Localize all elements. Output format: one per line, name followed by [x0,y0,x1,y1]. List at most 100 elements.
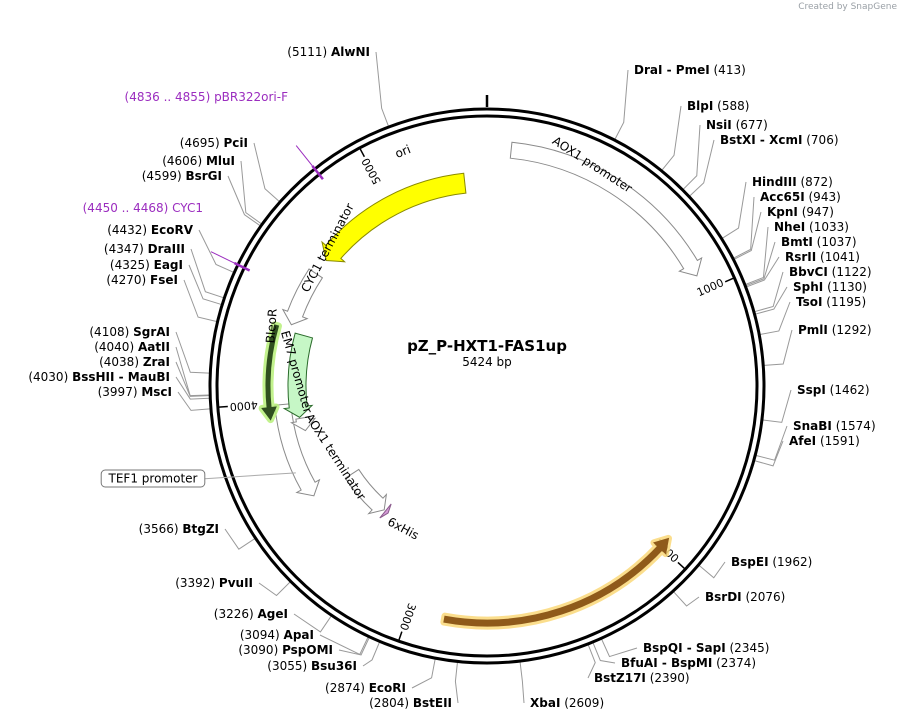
enzyme-site[interactable]: PmlI (1292) [798,323,872,337]
green-cds-feature[interactable] [261,324,280,421]
enzyme-name: AlwNI [331,45,370,59]
enzyme-label: Acc65I (943) [760,190,841,204]
enzyme-leader [733,196,755,259]
enzyme-site[interactable]: (3090) PspOMI [238,643,333,657]
enzyme-leader [258,581,291,597]
enzyme-site[interactable]: (2874) EcoRI [325,681,406,695]
enzyme-site[interactable]: (3997) MscI [98,385,172,399]
enzyme-site[interactable]: SnaBI (1574) [793,419,876,433]
bleor-feature[interactable] [282,332,314,418]
enzyme-site[interactable]: (4108) SgrAI [89,325,170,339]
bleor-label: BleoR [263,308,279,344]
enzyme-position: (706) [802,133,838,147]
enzyme-site[interactable]: BmtI (1037) [781,235,857,249]
enzyme-site[interactable]: RsrII (1041) [785,250,860,264]
enzyme-site[interactable]: BbvCI (1122) [789,265,872,279]
enzyme-site[interactable]: BspQI - SapI (2345) [643,641,769,655]
enzyme-label: BspEI (1962) [731,555,812,569]
2000-3000-cds-feature[interactable] [443,537,670,627]
enzyme-label: BstXI - XcmI (706) [720,133,839,147]
aox1-terminator-feature[interactable] [344,468,388,515]
enzyme-leader [689,139,715,197]
scale-tick [218,405,228,408]
enzyme-name: EcoRI [369,681,406,695]
enzyme-site[interactable]: NheI (1033) [774,220,849,234]
6xhis-feature[interactable] [379,503,392,519]
enzyme-leader [745,226,769,285]
enzyme-site[interactable]: BstZ17I (2390) [594,671,690,685]
boxed-feature-label: TEF1 promoter [100,469,296,488]
enzyme-site[interactable]: SphI (1130) [793,280,867,294]
enzyme-site[interactable]: (3094) ApaI [240,628,314,642]
map-size: 5424 bp [462,355,512,369]
enzyme-leader [755,286,788,315]
enzyme-name: Acc65I [760,190,805,204]
enzyme-name: BspEI [731,555,769,569]
scale-tick-label: 4000 [229,398,258,413]
enzyme-site[interactable]: (4599) BsrGI [142,169,222,183]
enzyme-labels: (4836 .. 4855) pBR322ori-F(4450 .. 4468)… [28,45,875,710]
enzyme-site[interactable]: AfeI (1591) [789,434,860,448]
enzyme-site[interactable]: (4606) MluI [162,154,235,168]
enzyme-site[interactable]: (3055) Bsu36I [267,659,357,673]
enzyme-site[interactable]: (4325) EagI [110,258,183,272]
enzyme-position: (4270) [106,273,150,287]
enzyme-site[interactable]: NsiI (677) [706,118,768,132]
enzyme-position: (4040) [94,340,138,354]
tef1-promoter-feature[interactable] [274,403,321,497]
enzyme-site[interactable]: BlpI (588) [687,99,749,113]
em7-promoter-feature[interactable] [289,416,317,432]
enzyme-leader [754,271,784,313]
enzyme-label: SspI (1462) [797,383,870,397]
enzyme-name: BlpI [687,99,713,113]
enzyme-label: (4432) EcoRV [107,223,194,237]
enzyme-leader [177,391,210,411]
enzyme-name: BstXI - XcmI [720,133,802,147]
enzyme-name: MscI [141,385,172,399]
enzyme-site[interactable]: (3226) AgeI [214,607,288,621]
enzyme-site[interactable]: BstXI - XcmI (706) [720,133,839,147]
scale-tick-label: 5000 [359,156,384,187]
cyc1-terminator-feature[interactable] [281,268,324,326]
enzyme-site[interactable]: (4038) ZraI [99,355,170,369]
enzyme-position: (2390) [646,671,690,685]
enzyme-site[interactable]: TsoI (1195) [796,295,866,309]
enzyme-site[interactable]: BsrDI (2076) [705,590,785,604]
enzyme-position: (1574) [832,419,876,433]
enzyme-position: (4432) [107,223,151,237]
enzyme-name: BsrGI [185,169,222,183]
scale-tick [677,561,686,570]
enzyme-position: (413) [710,63,746,77]
enzyme-position: (4606) [162,154,206,168]
enzyme-site[interactable]: BspEI (1962) [731,555,812,569]
enzyme-leader [362,642,380,667]
enzyme-name: BtgZI [182,522,219,536]
enzyme-site[interactable]: (4040) AatII [94,340,170,354]
enzyme-name: SspI [797,383,826,397]
enzyme-leader [754,440,784,467]
enzyme-site[interactable]: DraI - PmeI (413) [634,63,746,77]
enzyme-label: NsiI (677) [706,118,768,132]
enzyme-site[interactable]: HindIII (872) [752,175,833,189]
enzyme-site[interactable]: (2804) BstEII [369,696,452,710]
enzyme-site[interactable]: KpnI (947) [767,205,834,219]
aox1-promoter-feature[interactable] [509,141,703,277]
enzyme-site[interactable]: SspI (1462) [797,383,870,397]
enzyme-site[interactable]: XbaI (2609) [530,696,604,710]
enzyme-position: (1462) [826,383,870,397]
enzyme-site[interactable]: (4030) BssHII - MauBI [28,370,170,384]
enzyme-site[interactable]: (4432) EcoRV [107,223,194,237]
scale-tick-label: 3000 [397,601,418,632]
enzyme-name: SgrAI [133,325,170,339]
enzyme-site[interactable]: (4695) PciI [180,136,248,150]
enzyme-position: (947) [798,205,834,219]
enzyme-site[interactable]: BfuAI - BspMI (2374) [621,656,756,670]
enzyme-site[interactable]: (5111) AlwNI [287,45,370,59]
enzyme-site[interactable]: (4270) FseI [106,273,178,287]
enzyme-site[interactable]: (3392) PvuII [175,576,253,590]
ori-feature[interactable] [321,172,467,263]
enzyme-position: (3392) [175,576,219,590]
enzyme-site[interactable]: (3566) BtgZI [139,522,219,536]
enzyme-site[interactable]: Acc65I (943) [760,190,841,204]
enzyme-site[interactable]: (4347) DraIII [104,242,185,256]
